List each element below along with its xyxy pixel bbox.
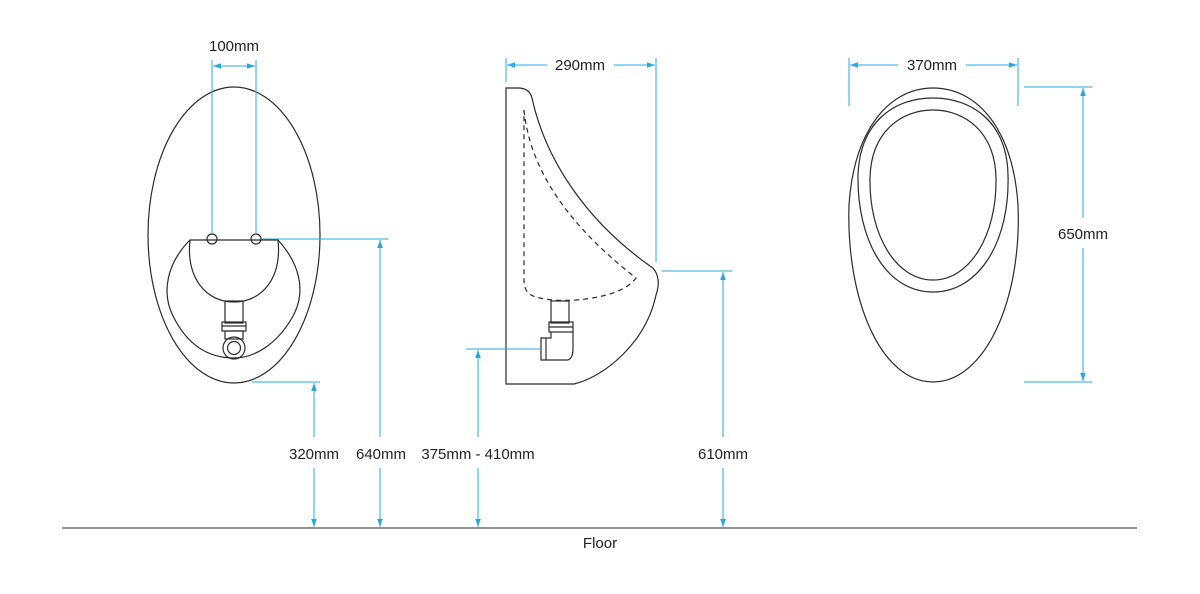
front-bowl-inner [188, 239, 280, 303]
floor-label: Floor [583, 535, 617, 552]
front-fixing-hole-right [250, 233, 262, 245]
front-body-outline [147, 86, 321, 384]
top-rim-outer [857, 97, 1009, 293]
front-bottom-height-label: 320mm [289, 446, 339, 463]
side-lip-height-label: 610mm [698, 446, 748, 463]
front-dimensions [211, 60, 388, 527]
side-depth-label: 290mm [555, 57, 605, 74]
front-fixing-hole-left [206, 233, 218, 245]
side-waste-height-label: 375mm - 410mm [421, 446, 534, 463]
front-waste-pipe [224, 300, 244, 324]
top-rim-inner [869, 109, 997, 281]
front-bowl-outer [166, 239, 301, 359]
top-width-label: 370mm [907, 57, 957, 74]
side-dimensions [466, 58, 732, 527]
front-hole-height-label: 640mm [356, 446, 406, 463]
front-outlet-outer [222, 336, 246, 360]
top-body-outline [848, 87, 1019, 383]
top-height-label: 650mm [1058, 226, 1108, 243]
top-view [848, 87, 1019, 383]
front-outlet-inner [226, 340, 242, 356]
front-waste-trap [224, 330, 244, 340]
front-view [147, 86, 321, 384]
top-dimensions [848, 58, 1092, 383]
side-body-outline [505, 87, 659, 385]
side-bowl-hidden-line [523, 109, 637, 301]
side-view [505, 87, 659, 385]
front-hole-spacing-label: 100mm [209, 38, 259, 55]
side-waste-pipe [550, 300, 570, 324]
